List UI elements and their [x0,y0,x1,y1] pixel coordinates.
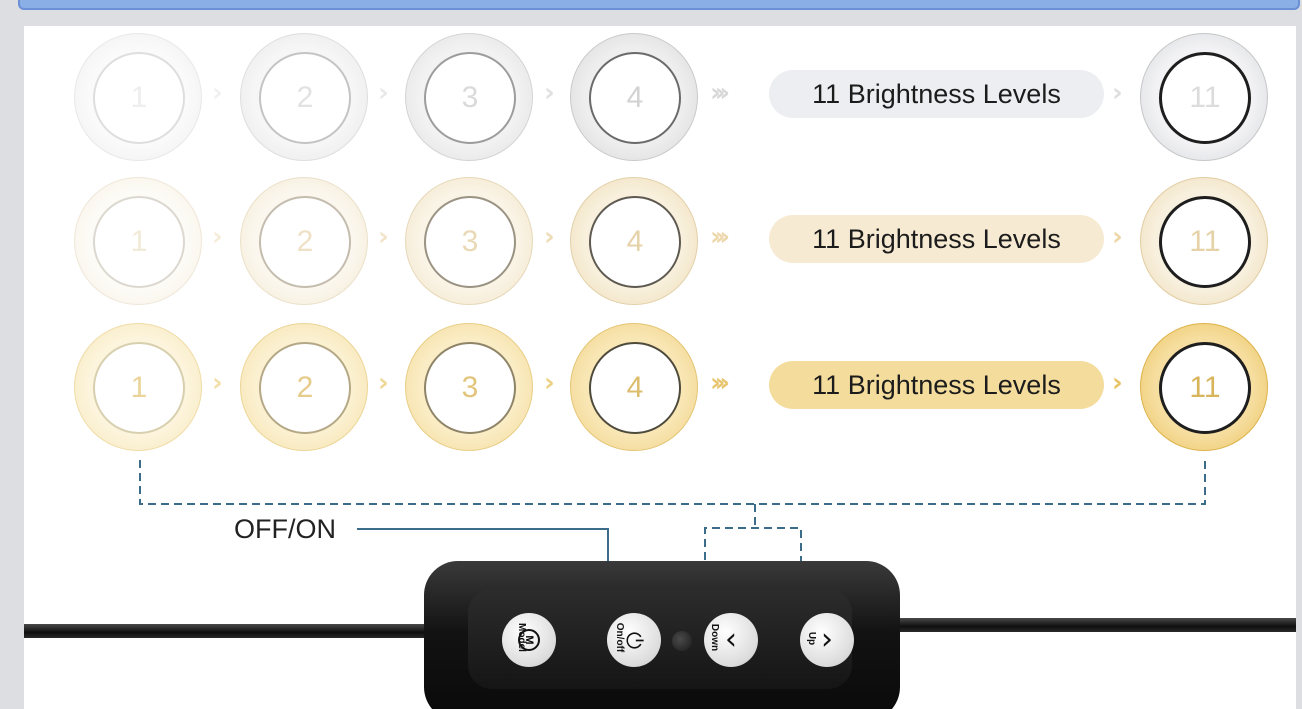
mode-button[interactable]: M [502,613,556,667]
ring-level-number: 11 [1159,196,1251,288]
off-on-callout-label: OFF/ON [234,514,336,544]
ring-level-number: 4 [589,52,681,144]
brightness-ring: 3 [405,33,533,161]
brightness-ring: 1 [74,323,202,451]
ring-level-number: 11 [1159,342,1251,434]
mode-button-label: Model [515,623,527,652]
brightness-ring: 4 [570,323,698,451]
chevron-right-icon: › [544,222,555,252]
inline-controller: M Model ⏻ On/off ‹ Down › Up [424,561,900,709]
brightness-ring: 1 [74,177,202,305]
chevron-right-icon: › [378,222,389,252]
brightness-ring: 2 [240,177,368,305]
ring-level-number: 4 [589,342,681,434]
product-image: 1 › 2 › 3 › 4 › › › 11 Brightness Levels ›… [24,26,1296,709]
power-cable-right [894,618,1296,632]
ring-level-number: 3 [424,342,516,434]
brightness-levels-pill: 11 Brightness Levels [769,215,1104,263]
power-button[interactable]: ⏻ [607,613,661,667]
down-button-label: Down [709,623,721,652]
ring-level-number: 2 [259,342,351,434]
up-button[interactable]: › [800,613,854,667]
ring-level-number: 1 [93,196,185,288]
brightness-ring: 1 [74,33,202,161]
chevron-right-icon: › [544,78,555,108]
browser-top-bar [18,0,1300,10]
brightness-ring: 3 [405,323,533,451]
ring-level-number: 11 [1159,52,1251,144]
chevron-right-icon: › [1112,78,1123,108]
brightness-ring: 11 [1140,323,1268,451]
brightness-ring: 11 [1140,33,1268,161]
ring-level-number: 2 [259,196,351,288]
brightness-levels-pill: 11 Brightness Levels [769,70,1104,118]
power-cable-left [24,624,444,638]
down-button[interactable]: ‹ [704,613,758,667]
chevron-right-icon: › [378,368,389,398]
brightness-levels-pill: 11 Brightness Levels [769,361,1104,409]
chevron-right-icon: › [544,368,555,398]
brightness-ring: 2 [240,323,368,451]
bracket-line [139,460,1206,505]
power-icon: ⏻ [621,631,647,649]
chevron-right-icon: › [1112,222,1123,252]
up-button-label: Up [806,631,818,646]
indicator-light [672,631,692,651]
ring-level-number: 3 [424,52,516,144]
ring-level-number: 1 [93,342,185,434]
brightness-ring: 3 [405,177,533,305]
chevron-left-icon: ‹ [725,622,737,657]
chevron-right-icon: › [378,78,389,108]
chevron-right-icon: › [1112,368,1123,398]
ring-level-number: 3 [424,196,516,288]
chevron-right-icon: › [212,78,223,108]
chevron-right-icon: › [212,368,223,398]
brightness-ring: 4 [570,177,698,305]
ring-level-number: 2 [259,52,351,144]
power-button-label: On/off [614,622,626,653]
chevron-right-icon: › [821,622,833,657]
brightness-ring: 4 [570,33,698,161]
brightness-ring: 11 [1140,177,1268,305]
brightness-ring: 2 [240,33,368,161]
ring-level-number: 1 [93,52,185,144]
ring-level-number: 4 [589,196,681,288]
chevron-right-icon: › [212,222,223,252]
